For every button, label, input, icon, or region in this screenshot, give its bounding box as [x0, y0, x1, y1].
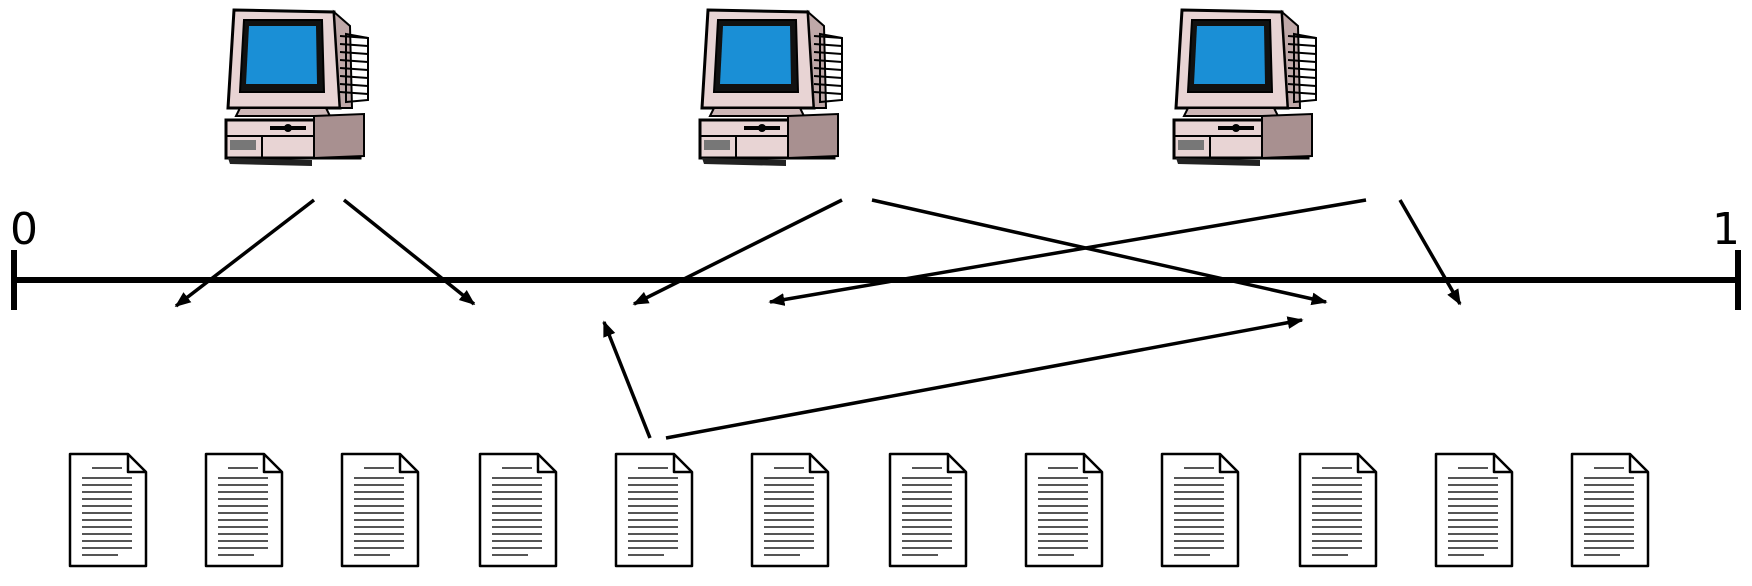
document-arrows: [602, 316, 1304, 440]
document-icon-7: [888, 452, 968, 568]
computer-icon-1: [224, 8, 370, 168]
server-arrows: [174, 198, 1462, 308]
hash-line: [11, 250, 1741, 310]
document-icon-11: [1434, 452, 1514, 568]
axis-end-label: 1: [1712, 204, 1740, 255]
document-icon-9: [1160, 452, 1240, 568]
computer-icon-3: [1172, 8, 1318, 168]
document-icon-10: [1298, 452, 1378, 568]
document-icon-12: [1570, 452, 1650, 568]
document-icon-6: [750, 452, 830, 568]
computer-icon-2: [698, 8, 844, 168]
document-icon-2: [204, 452, 284, 568]
document-icon-1: [68, 452, 148, 568]
axis-start-label: 0: [10, 204, 38, 255]
document-icon-3: [340, 452, 420, 568]
document-icon-8: [1024, 452, 1104, 568]
document-icon-5: [614, 452, 694, 568]
document-icon-4: [478, 452, 558, 568]
